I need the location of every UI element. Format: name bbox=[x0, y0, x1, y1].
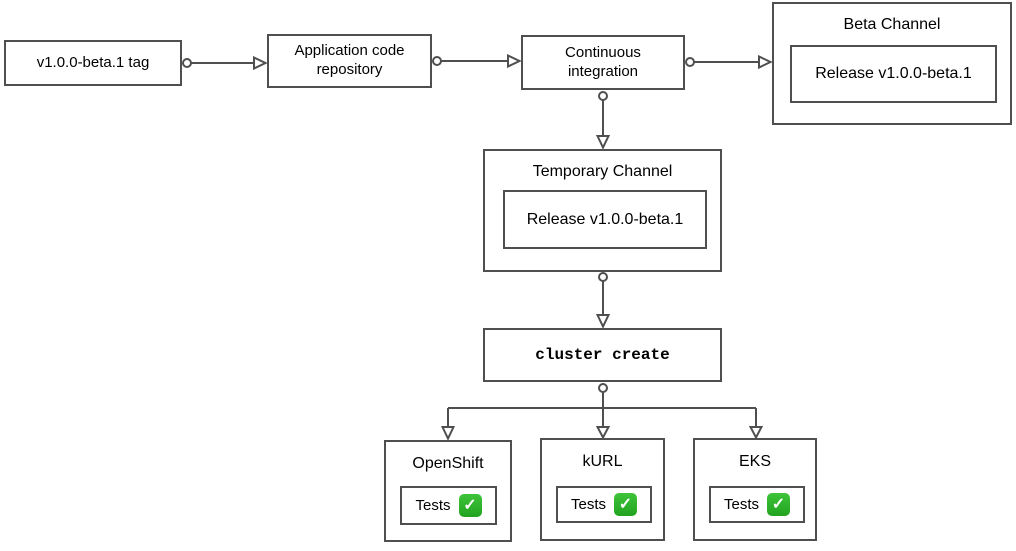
node-application-code-repository-label: Application code repository bbox=[294, 42, 405, 78]
openshift-title: OpenShift bbox=[412, 455, 484, 472]
node-continuous-integration: Continuous integration bbox=[521, 35, 685, 90]
node-eks: EKS Tests ✓ bbox=[693, 438, 817, 541]
node-temporary-channel: Temporary Channel Release v1.0.0-beta.1 bbox=[483, 149, 722, 272]
kurl-title: kURL bbox=[582, 453, 623, 470]
eks-title: EKS bbox=[738, 453, 771, 470]
openshift-tests-box: Tests ✓ bbox=[400, 486, 497, 525]
beta-channel-title: Beta Channel bbox=[843, 16, 941, 33]
eks-tests-label: Tests bbox=[723, 496, 759, 513]
node-cluster-create-label: cluster create bbox=[535, 346, 670, 364]
eks-tests-box: Tests ✓ bbox=[709, 486, 805, 523]
node-continuous-integration-label: Continuous integration bbox=[565, 43, 641, 80]
node-version-tag: v1.0.0-beta.1 tag bbox=[4, 40, 182, 86]
check-icon: ✓ bbox=[767, 493, 790, 516]
node-cluster-create: cluster create bbox=[483, 328, 722, 382]
temporary-channel-title: Temporary Channel bbox=[532, 163, 673, 180]
node-version-tag-label: v1.0.0-beta.1 tag bbox=[36, 53, 150, 71]
node-application-code-repository: Application code repository bbox=[267, 34, 432, 88]
check-icon: ✓ bbox=[614, 493, 637, 516]
temporary-channel-release-label: Release v1.0.0-beta.1 bbox=[526, 210, 684, 228]
check-icon: ✓ bbox=[458, 494, 482, 517]
kurl-tests-label: Tests bbox=[570, 496, 606, 513]
beta-channel-release-box: Release v1.0.0-beta.1 bbox=[790, 45, 997, 103]
beta-channel-release-label: Release v1.0.0-beta.1 bbox=[815, 65, 972, 82]
node-beta-channel: Beta Channel Release v1.0.0-beta.1 bbox=[772, 2, 1012, 125]
openshift-tests-label: Tests bbox=[415, 497, 451, 514]
node-openshift: OpenShift Tests ✓ bbox=[384, 440, 512, 542]
node-kurl: kURL Tests ✓ bbox=[540, 438, 665, 541]
temporary-channel-release-box: Release v1.0.0-beta.1 bbox=[503, 190, 707, 249]
kurl-tests-box: Tests ✓ bbox=[556, 486, 652, 523]
